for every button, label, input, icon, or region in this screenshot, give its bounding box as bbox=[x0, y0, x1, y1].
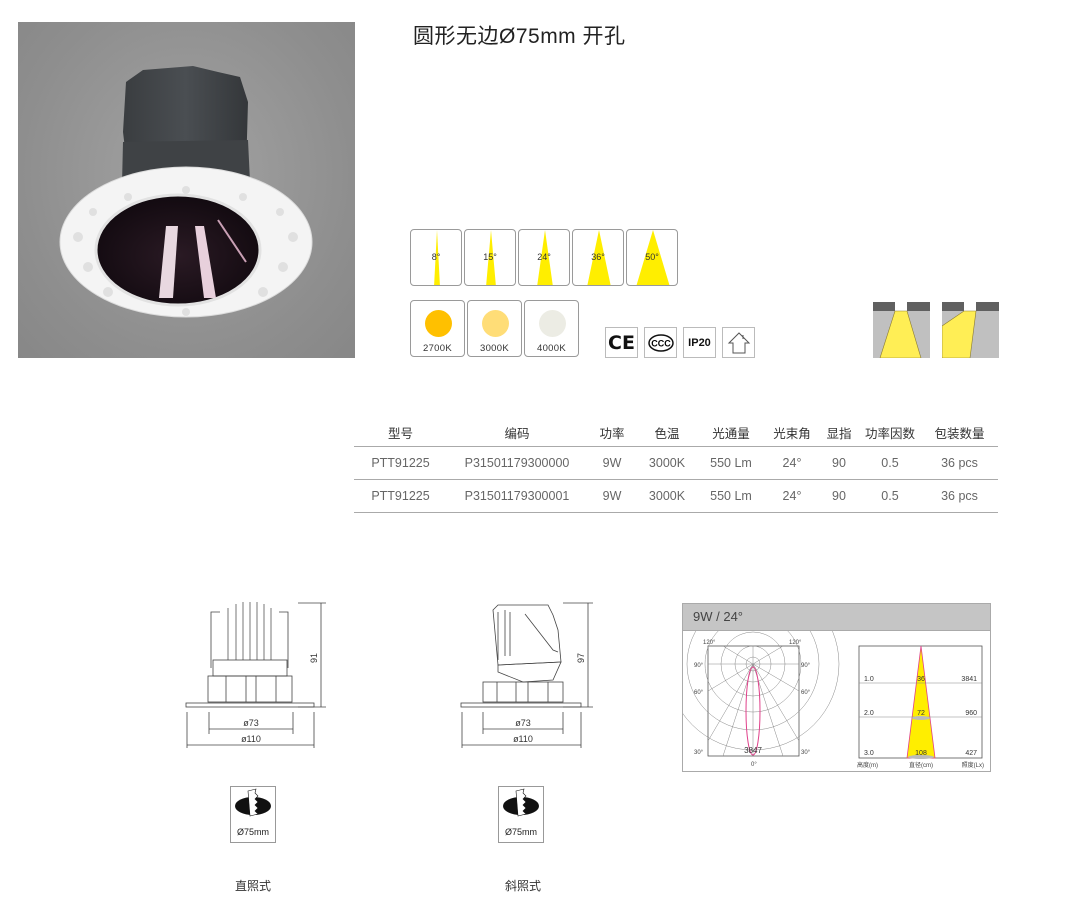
svg-text:30°: 30° bbox=[694, 750, 704, 756]
downlight-image bbox=[59, 66, 313, 318]
polar-diagram: 120° 120° 90° 90° 60° 60° 30° 30° 0° 384… bbox=[683, 631, 840, 768]
svg-text:1.0: 1.0 bbox=[864, 676, 874, 683]
col-header-cri: 显指 bbox=[819, 420, 859, 447]
indoor-house-icon bbox=[722, 327, 755, 358]
svg-text:3847: 3847 bbox=[744, 746, 762, 755]
beam-angle-8: 8° bbox=[410, 229, 462, 286]
svg-text:108: 108 bbox=[915, 750, 927, 757]
table-row: PTT91225 P31501179300001 9W 3000K 550 Lm… bbox=[354, 479, 998, 513]
ip20-icon: IP20 bbox=[683, 327, 716, 358]
illuminance-cone-chart: 1.0 36 3841 2.0 72 960 3.0 108 427 高度(m)… bbox=[857, 645, 984, 769]
col-header-beam: 光束角 bbox=[765, 420, 819, 447]
svg-text:ø73: ø73 bbox=[243, 718, 259, 728]
cutout-saw-icon: Ø75mm bbox=[498, 786, 544, 843]
photometric-header: 9W / 24° bbox=[683, 604, 990, 631]
svg-text:ø110: ø110 bbox=[241, 734, 261, 744]
svg-text:960: 960 bbox=[965, 710, 977, 717]
beam-cone-icon bbox=[537, 230, 553, 285]
spec-table: 型号 编码 功率 色温 光通量 光束角 显指 功率因数 包装数量 PTT9122… bbox=[354, 420, 998, 513]
svg-text:427: 427 bbox=[965, 750, 977, 757]
ccc-mark-icon: CCC bbox=[644, 327, 677, 358]
color-temp-3000k: 3000K bbox=[467, 300, 522, 357]
table-header-row: 型号 编码 功率 色温 光通量 光束角 显指 功率因数 包装数量 bbox=[354, 420, 998, 447]
dimension-drawing-tilted: 97 ø73 ø110 bbox=[453, 590, 613, 760]
color-temperature-options: 2700K 3000K 4000K bbox=[410, 300, 579, 357]
svg-text:高度(m): 高度(m) bbox=[857, 761, 878, 769]
dimension-drawing-direct: 91 ø73 ø110 bbox=[178, 590, 338, 760]
col-header-model: 型号 bbox=[354, 420, 447, 447]
svg-text:72: 72 bbox=[917, 710, 925, 717]
beam-cone-icon bbox=[636, 230, 670, 285]
svg-text:120°: 120° bbox=[789, 640, 802, 646]
svg-text:照度(Lx): 照度(Lx) bbox=[962, 761, 984, 769]
col-header-pack: 包装数量 bbox=[921, 420, 998, 447]
svg-text:CCC: CCC bbox=[651, 338, 671, 348]
col-header-cct: 色温 bbox=[637, 420, 697, 447]
svg-text:ø110: ø110 bbox=[513, 734, 533, 744]
beam-cone-icon bbox=[486, 230, 496, 285]
beam-angle-50: 50° bbox=[626, 229, 678, 286]
color-temp-2700k: 2700K bbox=[410, 300, 465, 357]
svg-text:90°: 90° bbox=[801, 663, 811, 669]
svg-text:2.0: 2.0 bbox=[864, 710, 874, 717]
svg-text:60°: 60° bbox=[801, 690, 811, 696]
svg-text:3.0: 3.0 bbox=[864, 750, 874, 757]
svg-text:36: 36 bbox=[917, 676, 925, 683]
color-swatch-icon bbox=[539, 310, 566, 337]
svg-text:120°: 120° bbox=[703, 640, 716, 646]
svg-text:60°: 60° bbox=[694, 690, 704, 696]
beam-angle-15: 15° bbox=[464, 229, 516, 286]
svg-text:3841: 3841 bbox=[961, 676, 977, 683]
svg-text:ø73: ø73 bbox=[515, 718, 531, 728]
caption-tilted: 斜照式 bbox=[505, 879, 542, 893]
caption-direct: 直照式 bbox=[235, 879, 272, 893]
photometric-panel: 9W / 24° 120° 120° 90° 90° 60° 60° 30° 3… bbox=[682, 603, 991, 772]
col-header-power: 功率 bbox=[587, 420, 637, 447]
svg-text:直径(cm): 直径(cm) bbox=[909, 761, 933, 769]
beam-cone-icon bbox=[587, 230, 611, 285]
beam-cone-icon bbox=[434, 230, 440, 285]
certification-marks: CE CCC IP20 bbox=[605, 327, 755, 358]
technical-drawing: 91 ø73 ø110 bbox=[185, 602, 326, 748]
svg-text:30°: 30° bbox=[801, 750, 811, 756]
photometric-charts: 120° 120° 90° 90° 60° 60° 30° 30° 0° 384… bbox=[683, 631, 984, 769]
beam-angle-36: 36° bbox=[572, 229, 624, 286]
col-header-code: 编码 bbox=[447, 420, 587, 447]
cutout-saw-icon: Ø75mm bbox=[230, 786, 276, 843]
technical-drawing: 97 ø73 ø110 bbox=[460, 602, 593, 748]
col-header-lumen: 光通量 bbox=[697, 420, 765, 447]
svg-text:90°: 90° bbox=[694, 663, 704, 669]
svg-text:91: 91 bbox=[309, 653, 319, 663]
ce-mark-icon: CE bbox=[605, 327, 638, 358]
tilted-beam-icon bbox=[941, 302, 999, 359]
direct-beam-icon bbox=[873, 302, 930, 359]
beam-angle-24: 24° bbox=[518, 229, 570, 286]
product-title: 圆形无边Ø75mm 开孔 bbox=[413, 25, 626, 48]
svg-text:97: 97 bbox=[576, 653, 586, 663]
color-swatch-icon bbox=[482, 310, 509, 337]
svg-text:0°: 0° bbox=[751, 762, 757, 768]
table-row: PTT91225 P31501179300000 9W 3000K 550 Lm… bbox=[354, 446, 998, 480]
beam-angle-options: 8° 15° 24° 36° 50° bbox=[410, 229, 678, 286]
color-swatch-icon bbox=[425, 310, 452, 337]
col-header-pf: 功率因数 bbox=[859, 420, 921, 447]
color-temp-4000k: 4000K bbox=[524, 300, 579, 357]
product-photo bbox=[18, 22, 355, 358]
